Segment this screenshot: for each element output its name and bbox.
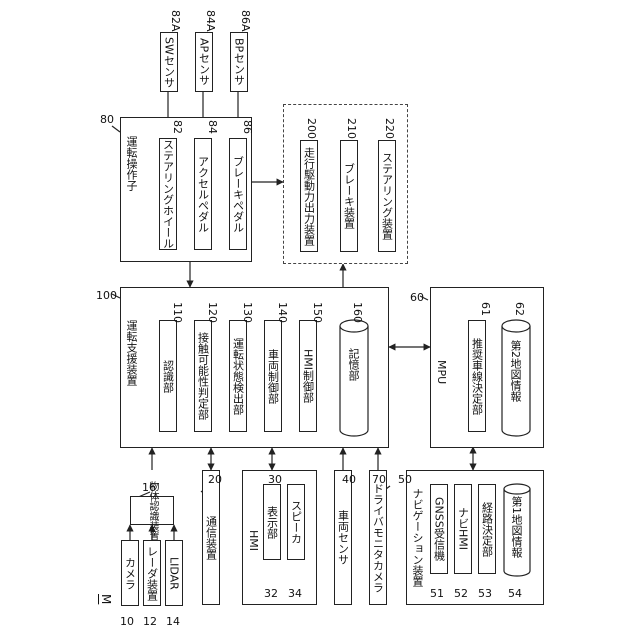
brake-device-label: ブレーキ装置 — [344, 163, 355, 229]
storage-label: 記憶部 — [348, 348, 359, 381]
hmi-control-box: HMI制御部 — [299, 320, 317, 432]
radar-box: レーダ装置 — [143, 540, 161, 606]
speaker-box: スピーカ — [287, 484, 305, 560]
map1-label: 第1地図情報 — [511, 496, 522, 558]
object-recognition-ref: 16 — [142, 482, 156, 493]
ap-sensor-box: APセンサ — [195, 32, 213, 92]
vehicle-control-ref: 140 — [277, 302, 288, 323]
sw-sensor-ref: 82A — [170, 10, 181, 32]
radar-label: レーダ装置 — [147, 546, 158, 601]
steering-device-ref: 220 — [384, 118, 395, 139]
brake-device-box: ブレーキ装置 — [340, 140, 358, 252]
drive-force-output-label: 走行駆動力出力装置 — [304, 147, 315, 246]
brake-device-ref: 210 — [346, 118, 357, 139]
nav-hmi-label: ナビHMI — [458, 507, 469, 550]
map2-ref: 62 — [514, 302, 525, 316]
vehicle-control-box: 車両制御部 — [264, 320, 282, 432]
brake-pedal-box: ブレーキペダル — [229, 138, 247, 250]
nav-hmi-box: ナビHMI — [454, 484, 472, 574]
lidar-label: LIDAR — [169, 557, 180, 590]
driver-monitor-camera-ref: 70 — [372, 474, 386, 485]
driving-operators-ref: 80 — [100, 114, 114, 125]
camera-ref: 10 — [120, 616, 134, 627]
sw-sensor-box: SWセンサ — [160, 32, 178, 92]
hmi-label: HMI — [248, 530, 259, 551]
radar-ref: 12 — [143, 616, 157, 627]
driver-state-label: 運転状態検出部 — [233, 338, 244, 415]
gnss-receiver-label: GNSS受信機 — [434, 497, 445, 561]
route-decision-ref: 53 — [478, 588, 492, 599]
display-unit-box: 表示部 — [263, 484, 281, 560]
figure-label: M — [100, 594, 112, 604]
driving-support-label: 運転支援装置 — [126, 320, 137, 386]
bp-sensor-box: BPセンサ — [230, 32, 248, 92]
vehicle-sensor-box: 車両センサ — [334, 470, 352, 605]
route-decision-box: 経路決定部 — [478, 484, 496, 574]
display-unit-label: 表示部 — [267, 506, 278, 539]
ap-sensor-ref: 84A — [205, 10, 216, 32]
nav-hmi-ref: 52 — [454, 588, 468, 599]
driving-operators-label: 運転操作子 — [126, 136, 137, 191]
drive-force-output-box: 走行駆動力出力装置 — [300, 140, 318, 252]
vehicle-sensor-ref: 40 — [342, 474, 356, 485]
driver-monitor-camera-box: ドライバモニタカメラ — [369, 470, 387, 605]
vehicle-control-label: 車両制御部 — [268, 349, 279, 404]
display-unit-ref: 32 — [264, 588, 278, 599]
accelerator-pedal-label: アクセルペダル — [198, 156, 209, 233]
accelerator-pedal-box: アクセルペダル — [194, 138, 212, 250]
hmi-control-ref: 150 — [312, 302, 323, 323]
communication-device-ref: 20 — [208, 474, 222, 485]
recognition-unit-box: 認識部 — [159, 320, 177, 432]
recognition-unit-ref: 110 — [172, 302, 183, 323]
gnss-receiver-box: GNSS受信機 — [430, 484, 448, 574]
contact-judgment-box: 接触可能性判定部 — [194, 320, 212, 432]
drive-force-output-ref: 200 — [306, 118, 317, 139]
gnss-receiver-ref: 51 — [430, 588, 444, 599]
steering-wheel-label: ステアリングホイール — [163, 139, 174, 249]
lidar-box: LIDAR — [165, 540, 183, 606]
driver-state-ref: 130 — [242, 302, 253, 323]
mpu-label: MPU — [436, 360, 447, 384]
speaker-ref: 34 — [288, 588, 302, 599]
steering-device-box: ステアリング装置 — [378, 140, 396, 252]
speaker-label: スピーカ — [291, 500, 302, 544]
recommended-lane-box: 推奨車線決定部 — [468, 320, 486, 432]
lidar-ref: 14 — [166, 616, 180, 627]
communication-device-label: 通信装置 — [206, 516, 217, 560]
navigation-ref: 50 — [398, 474, 412, 485]
map2-label: 第2地図情報 — [510, 340, 521, 402]
contact-judgment-ref: 120 — [207, 302, 218, 323]
driver-state-box: 運転状態検出部 — [229, 320, 247, 432]
recommended-lane-label: 推奨車線決定部 — [472, 338, 483, 415]
brake-pedal-ref: 86 — [242, 120, 253, 134]
navigation-label: ナビゲーション装置 — [412, 488, 423, 587]
vehicle-sensor-label: 車両センサ — [338, 510, 349, 565]
bp-sensor-label: BPセンサ — [234, 38, 245, 85]
steering-wheel-box: ステアリングホイール — [159, 138, 177, 250]
brake-pedal-label: ブレーキペダル — [233, 156, 244, 233]
storage-ref: 160 — [352, 302, 363, 323]
driver-monitor-camera-label: ドライバモニタカメラ — [373, 483, 384, 593]
steering-device-label: ステアリング装置 — [382, 152, 393, 240]
object-recognition-box: 物体認識装置 — [130, 496, 174, 525]
driving-support-ref: 100 — [96, 290, 117, 301]
camera-box: カメラ — [121, 540, 139, 606]
contact-judgment-label: 接触可能性判定部 — [198, 332, 209, 420]
mpu-ref: 60 — [410, 292, 424, 303]
recommended-lane-ref: 61 — [480, 302, 491, 316]
map1-ref: 54 — [508, 588, 522, 599]
hmi-control-label: HMI制御部 — [303, 349, 314, 403]
steering-wheel-ref: 82 — [172, 120, 183, 134]
sw-sensor-label: SWセンサ — [164, 37, 175, 88]
bp-sensor-ref: 86A — [240, 10, 251, 32]
accelerator-pedal-ref: 84 — [207, 120, 218, 134]
camera-label: カメラ — [125, 557, 136, 590]
ap-sensor-label: APセンサ — [199, 38, 210, 85]
communication-device-box: 通信装置 — [202, 470, 220, 605]
route-decision-label: 経路決定部 — [482, 502, 493, 557]
recognition-unit-label: 認識部 — [163, 360, 174, 393]
